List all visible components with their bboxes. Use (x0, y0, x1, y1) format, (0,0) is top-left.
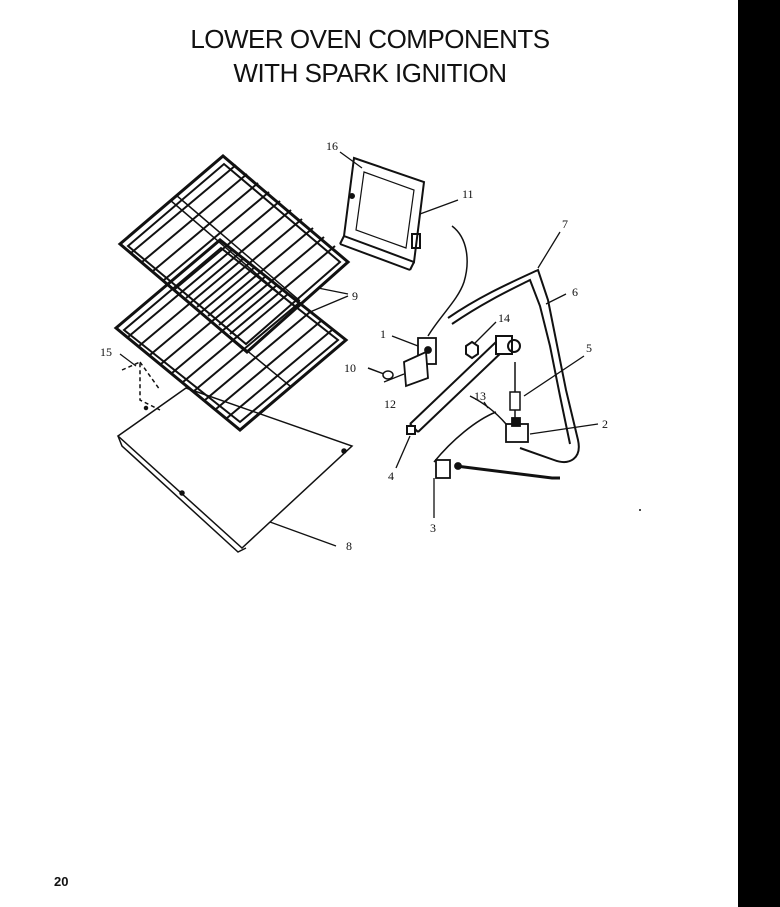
callout-1: 1 (380, 327, 386, 341)
callout-9: 9 (352, 289, 358, 303)
oven-bottom-panel (116, 387, 354, 553)
callout-6: 6 (572, 285, 578, 299)
gas-valve-assembly (433, 395, 560, 480)
callout-4: 4 (388, 469, 394, 483)
callout-3: 3 (430, 521, 436, 535)
stray-mark (639, 509, 641, 511)
page-number: 20 (54, 874, 69, 889)
callout-10: 10 (344, 361, 356, 375)
lower-oven-rack (113, 238, 349, 432)
callout-14: 14 (498, 311, 510, 325)
callout-11: 11 (462, 187, 474, 201)
page-edge-bar (738, 0, 780, 907)
callout-5: 5 (586, 341, 592, 355)
pressure-bracket (509, 362, 521, 420)
spark-igniter (403, 337, 437, 388)
diagram-title-line-2: WITH SPARK IGNITION (233, 58, 507, 88)
callout-15: 15 (100, 345, 112, 359)
parts-diagram: 16 11 7 9 6 15 1 14 5 10 12 13 2 4 3 8 (100, 139, 641, 553)
callout-16: 16 (326, 139, 338, 153)
burner-tube (406, 335, 521, 435)
mounting-screw (367, 367, 394, 380)
rack-support-bracket (121, 360, 161, 411)
diagram-title-line-1: LOWER OVEN COMPONENTS (190, 24, 550, 54)
callout-8: 8 (346, 539, 352, 553)
orifice-nut (465, 340, 479, 360)
callout-leaders (119, 151, 599, 547)
heat-shield-box (339, 156, 426, 271)
callout-7: 7 (562, 217, 568, 231)
thermostat-capillary (447, 268, 580, 463)
igniter-wire (427, 225, 468, 337)
upper-oven-rack (117, 154, 351, 354)
callout-2: 2 (602, 417, 608, 431)
callout-12: 12 (384, 397, 396, 411)
callout-13: 13 (474, 389, 486, 403)
